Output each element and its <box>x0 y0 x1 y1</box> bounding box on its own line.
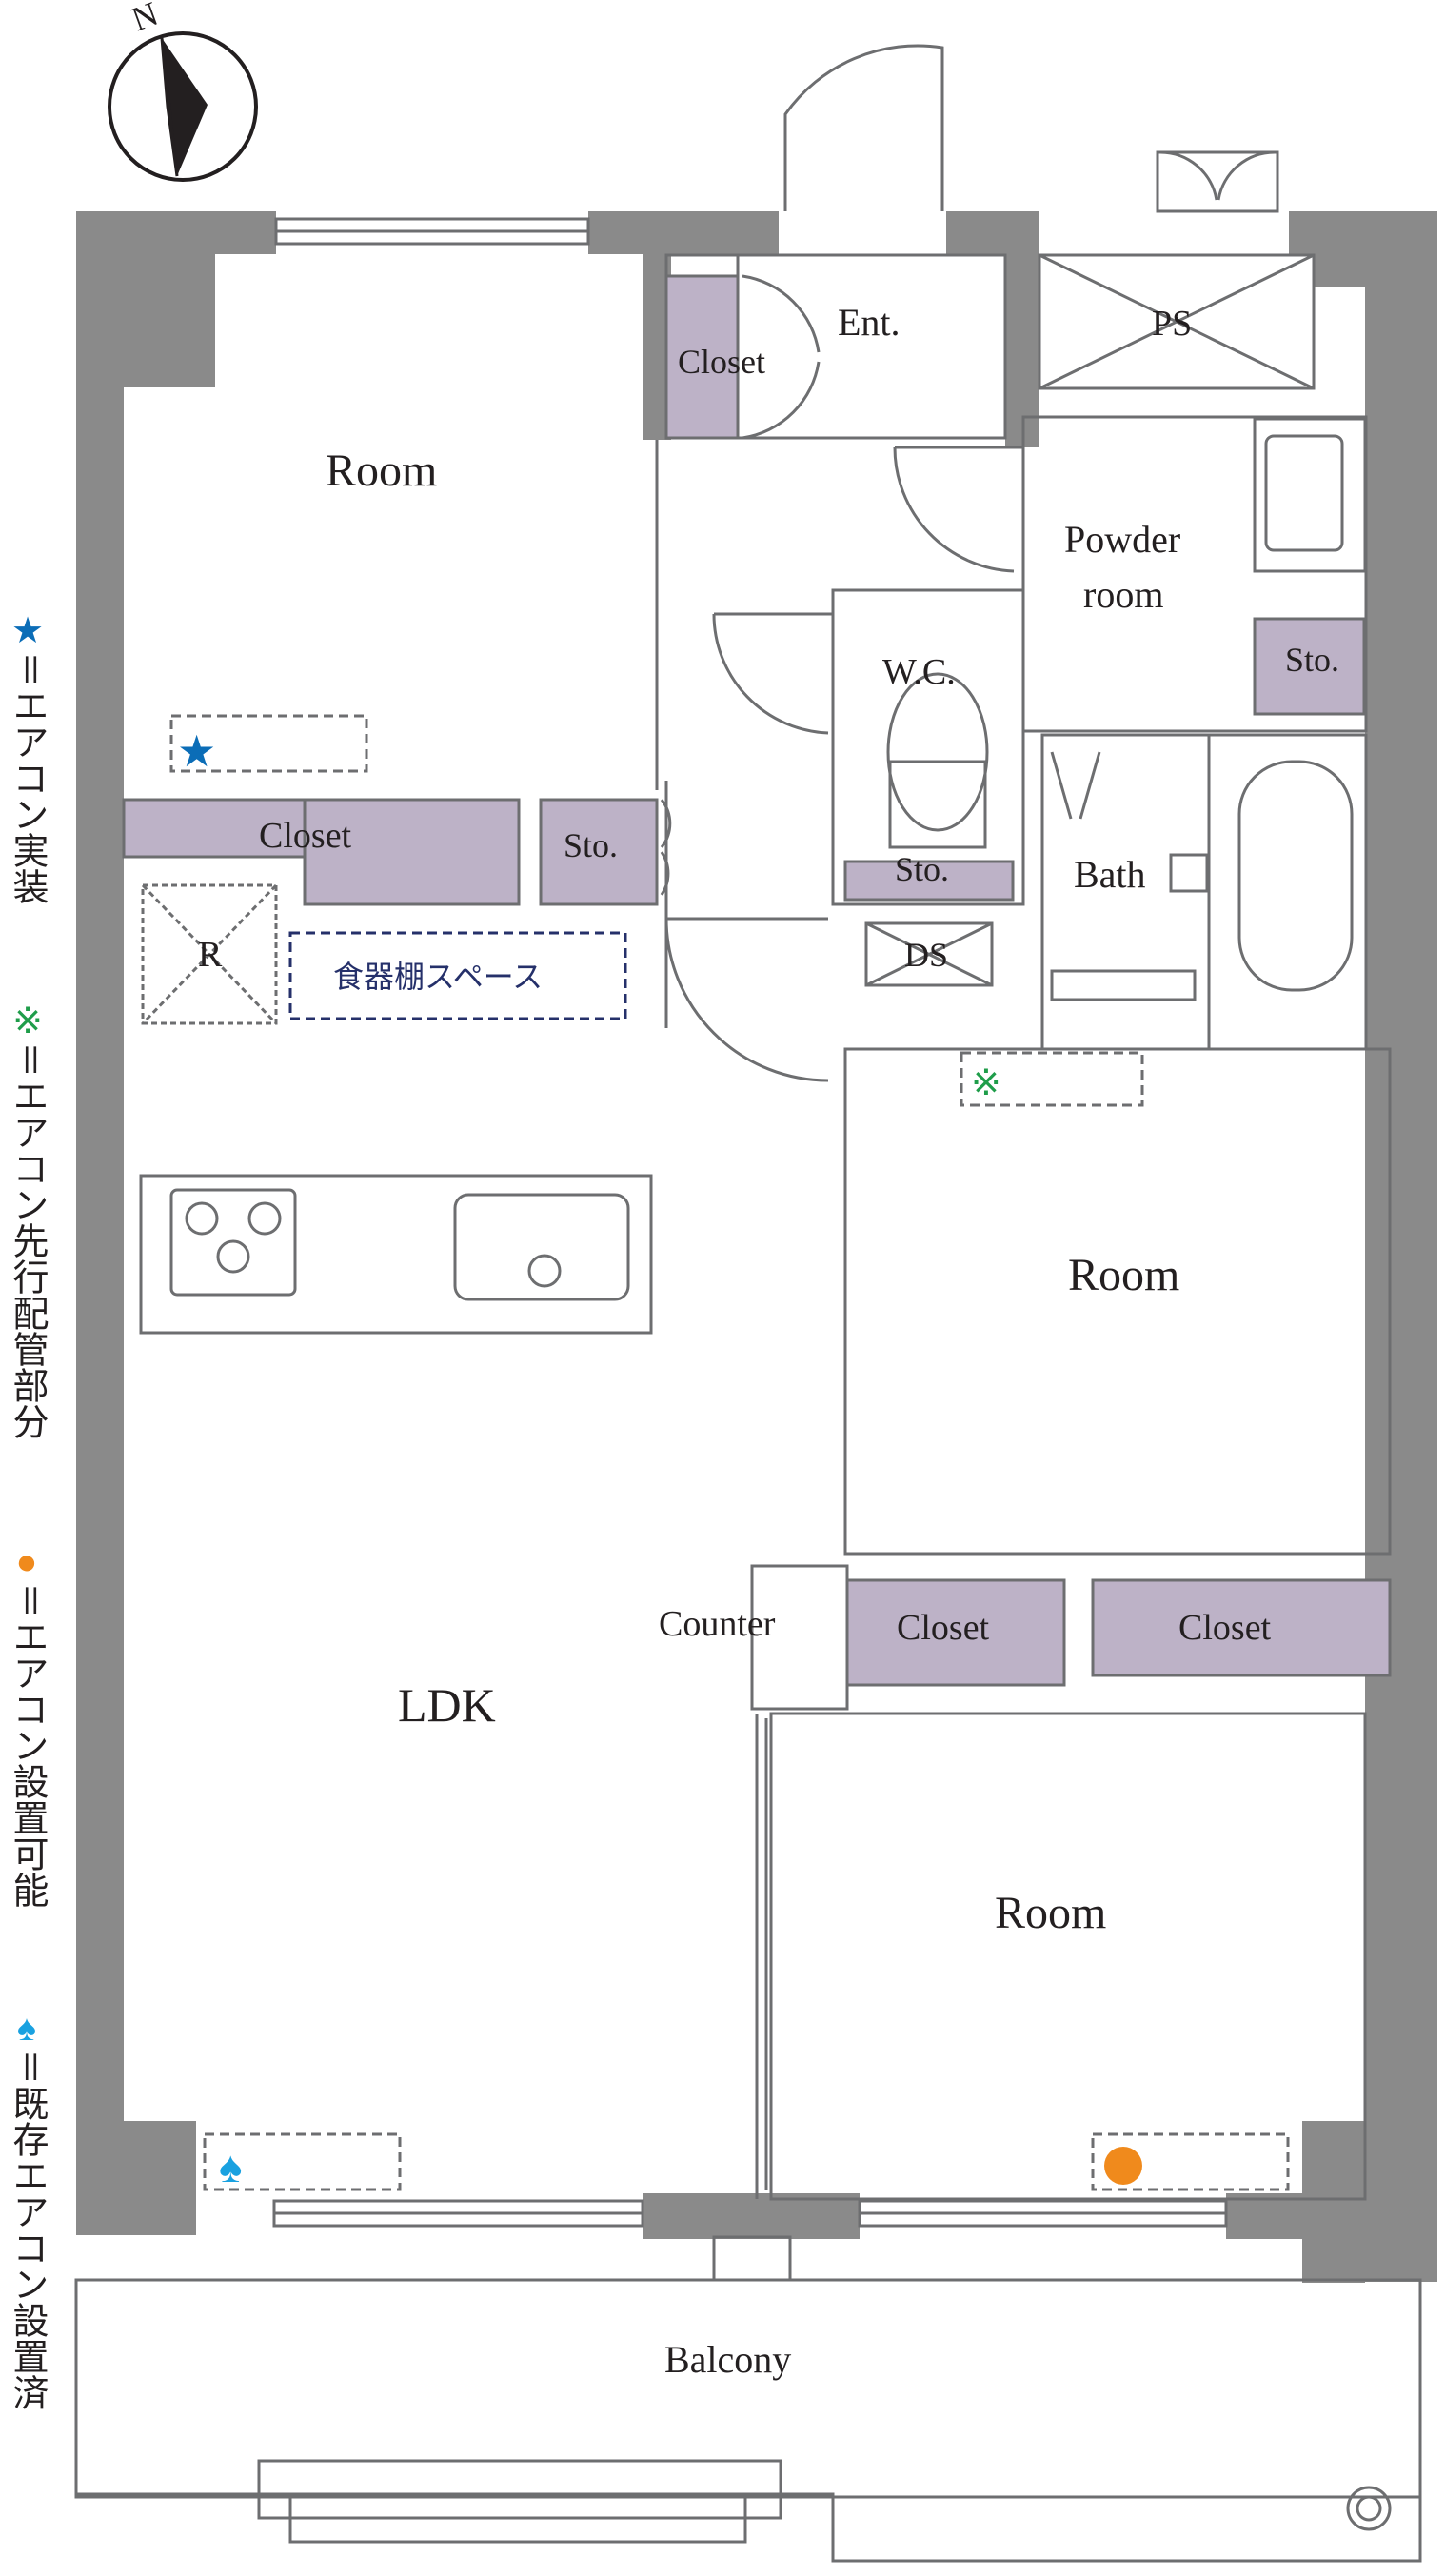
balcony-label: Balcony <box>664 2338 791 2381</box>
stove-burners-icon <box>185 1201 282 1274</box>
powder-room-label-2: room <box>1083 573 1163 616</box>
legend-star-icon: ★ <box>7 609 47 651</box>
legend-star: ★ ＝エアコン実装 <box>2 609 51 904</box>
interior-walls <box>74 44 1422 2563</box>
legend-kome-text: ＝エアコン先行配管部分 <box>7 1041 47 1439</box>
closet-areas <box>122 274 1392 1687</box>
closet-entrance-label: Closet <box>678 343 765 381</box>
ldk-label: LDK <box>398 1678 496 1732</box>
room-east-label: Room <box>1068 1250 1179 1300</box>
legend-kome: ※ ＝エアコン先行配管部分 <box>2 1000 51 1439</box>
legend-circle-text: ＝エアコン設置可能 <box>7 1582 47 1908</box>
entrance-label: Ent. <box>838 301 901 344</box>
powder-room-label-1: Powder <box>1064 518 1180 561</box>
legend-kome-icon: ※ <box>7 1000 47 1041</box>
legend-star-text: ＝エアコン実装 <box>7 651 47 904</box>
bath-label: Bath <box>1074 853 1146 896</box>
cupboard-space-label: 食器棚スペース <box>333 960 543 994</box>
compass-north-label: N <box>127 0 163 38</box>
room-nw-label: Room <box>326 446 437 496</box>
refrigerator-label: R <box>198 935 223 975</box>
counter-label: Counter <box>659 1604 776 1644</box>
legend-spade-icon: ♠ <box>7 2009 47 2049</box>
closet-middle-label: Closet <box>897 1608 990 1648</box>
legend-spade-text: ＝既存エアコン設置済 <box>7 2049 47 2410</box>
compass-icon: N <box>108 0 258 182</box>
legend-circle: ● ＝エアコン設置可能 <box>2 1542 51 1908</box>
closet-nw-label: Closet <box>259 816 352 856</box>
cupboard-space-box <box>288 931 627 1020</box>
storage-wc-label: Sto. <box>895 850 949 888</box>
ac-prepiping-kome-icon: ※ <box>971 1063 1001 1103</box>
legend-circle-icon: ● <box>7 1542 47 1582</box>
legend-spade: ♠ ＝既存エアコン設置済 <box>2 2009 51 2410</box>
ac-possible-circle-icon <box>1104 2147 1142 2185</box>
room-se-label: Room <box>995 1888 1106 1938</box>
ac-existing-spade-icon: ♠ <box>219 2143 242 2191</box>
structural-walls <box>76 211 1437 2283</box>
ac-unit-markers <box>169 714 1290 2191</box>
storage-hall-label: Sto. <box>564 826 618 864</box>
duct-space-label: DS <box>904 936 948 974</box>
closet-east-label: Closet <box>1178 1608 1272 1648</box>
storage-powder-label: Sto. <box>1285 641 1339 679</box>
room-labels: Room Closet Ent. PS Powder room Sto. W.C… <box>198 301 1339 2381</box>
ac-installed-star-icon: ★ <box>177 727 216 776</box>
wc-label: W.C. <box>882 652 956 692</box>
pipe-space-label: PS <box>1152 304 1192 344</box>
